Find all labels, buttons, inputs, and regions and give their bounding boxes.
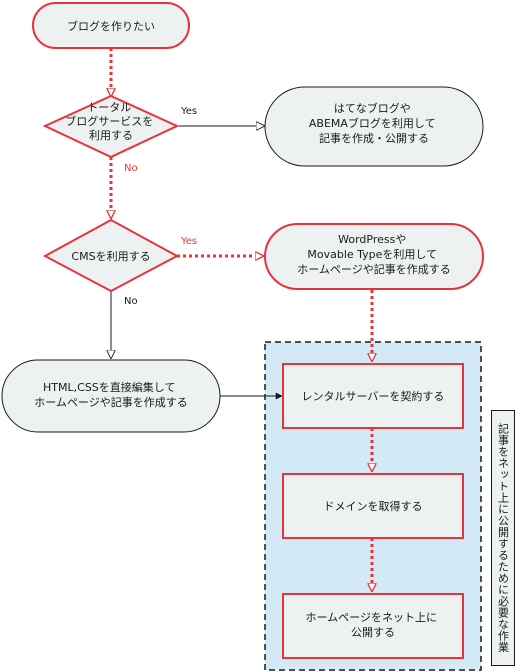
node-hatena-abema: はてなブログや ABEMAブログを利用して 記事を作成・公開する (264, 86, 484, 167)
svg-text:HTML,CSSを直接編集して ホームページや記: HTML,CSSを直接編集して ホームページや記事を作成する (34, 380, 187, 409)
node-rental-server-line: レンタルサーバーを契約する (302, 389, 445, 403)
edge-label-no-1: No (124, 163, 138, 174)
node-wordpress-mt-line: ホームページや記事を作成する (297, 262, 450, 276)
decision-cms-line: CMSを利用する (71, 250, 150, 263)
node-html-css-line: ホームページや記事を作成する (34, 395, 187, 409)
group-side-label: 記事をネット上に公開するために必要な作業 (491, 410, 515, 666)
node-start-line: ブログを作りたい (67, 19, 155, 33)
decision-blog-service-line: 利用する (89, 129, 133, 142)
node-hatena-abema-line: 記事を作成・公開する (319, 131, 429, 145)
node-wordpress-mt-line: WordPressや (338, 233, 406, 246)
edge-label-yes-1: Yes (180, 106, 197, 117)
node-hatena-abema-line: ABEMAブログを利用して (309, 116, 436, 130)
decision-blog-service-line: ブログサービスを (65, 114, 153, 128)
svg-text:CMSを利用する: CMSを利用する (71, 250, 150, 263)
node-start: ブログを作りたい (32, 2, 190, 49)
svg-text:ブログを作りたい: ブログを作りたい (67, 19, 155, 33)
edge-label-yes-2: Yes (180, 236, 197, 247)
node-domain: ドメインを取得する (282, 473, 464, 539)
svg-text:WordPressや Movable Typeを: WordPressや Movable Typeを利用して ホームページや記事を作… (297, 233, 450, 276)
svg-text:レンタルサーバーを契約する: レンタルサーバーを契約する (302, 389, 445, 403)
svg-text:はてなブログや ABEMAブログを利用して: はてなブログや ABEMAブログを利用して 記事を作成・公開する (309, 101, 439, 145)
node-rental-server: レンタルサーバーを契約する (282, 363, 464, 429)
decision-cms: CMSを利用する (42, 218, 180, 293)
decision-blog-service-line: トータル (87, 101, 131, 114)
svg-text:トータル ブログサービスを 利用する: トータル ブログサービスを 利用する (65, 101, 157, 142)
node-domain-line: ドメインを取得する (324, 500, 423, 513)
node-hatena-abema-line: はてなブログや (334, 101, 411, 115)
node-publish-line: ホームページをネット上に (306, 611, 437, 624)
node-html-css: HTML,CSSを直接編集して ホームページや記事を作成する (1, 359, 221, 433)
node-wordpress-mt-line: Movable Typeを利用して (307, 248, 437, 261)
svg-text:ドメインを取得する: ドメインを取得する (324, 500, 423, 513)
svg-text:ホームページをネット上に 公開する: ホームページをネット上に 公開する (306, 611, 441, 639)
node-publish-line: 公開する (351, 626, 395, 639)
edge-label-no-2: No (124, 296, 138, 307)
node-publish: ホームページをネット上に 公開する (282, 593, 464, 659)
node-html-css-line: HTML,CSSを直接編集して (43, 380, 175, 394)
decision-blog-service: トータル ブログサービスを 利用する (42, 94, 180, 159)
node-wordpress-mt: WordPressや Movable Typeを利用して ホームページや記事を作… (264, 223, 484, 290)
